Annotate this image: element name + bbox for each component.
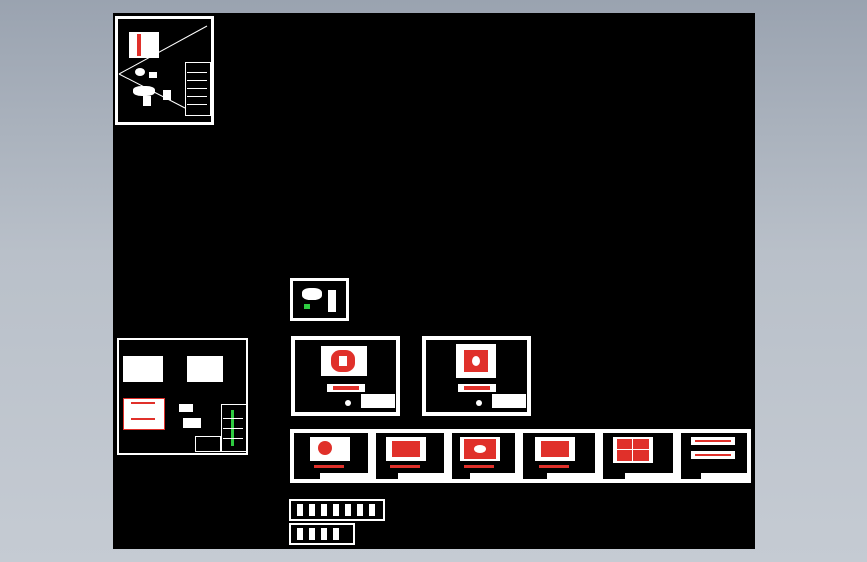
title-block	[701, 473, 747, 479]
part-view-red	[695, 454, 731, 456]
title-block	[492, 394, 526, 408]
plan-view-core	[472, 356, 480, 366]
part-sheet-small[interactable]	[290, 278, 349, 321]
detail-part	[297, 504, 303, 516]
part-view	[302, 288, 322, 300]
part-view-red	[617, 439, 649, 461]
title-block	[361, 394, 395, 408]
leader-lines	[118, 25, 208, 109]
title-block	[195, 436, 221, 452]
plan-view-core	[339, 356, 347, 366]
detail-part	[333, 504, 339, 516]
detail-part	[309, 528, 315, 540]
detail-part	[357, 504, 363, 516]
section-view-red	[333, 386, 359, 390]
grid-line	[617, 449, 649, 450]
part-marker	[304, 304, 310, 309]
cad-model-space[interactable]	[113, 13, 755, 549]
assembly-small-part	[163, 90, 171, 100]
assembly-small-part	[135, 68, 145, 76]
assembly-part-highlight	[137, 34, 141, 56]
part-view	[328, 290, 336, 312]
part-view-red	[318, 441, 332, 455]
layout-part	[179, 404, 193, 412]
section-strip	[539, 465, 569, 468]
detail-strip-top[interactable]	[289, 499, 385, 521]
row-sheet-2[interactable]	[372, 429, 448, 483]
part-view-core	[474, 445, 486, 453]
detail-strip-bottom[interactable]	[289, 523, 355, 545]
section-strip	[464, 465, 494, 468]
section-strip	[390, 465, 420, 468]
layout-section-red	[131, 402, 155, 404]
section-view-red	[464, 386, 490, 390]
layout-view	[187, 356, 223, 382]
small-view	[476, 400, 482, 406]
plan-sheet-2[interactable]	[422, 336, 531, 416]
part-view-red	[541, 441, 569, 457]
small-view	[345, 400, 351, 406]
assembly-small-part	[149, 72, 157, 78]
layout-section	[123, 398, 165, 430]
parts-list-table	[221, 404, 247, 452]
row-sheet-5[interactable]	[599, 429, 677, 483]
layout-view	[123, 356, 163, 382]
detail-part	[297, 528, 303, 540]
detail-part	[345, 504, 351, 516]
title-block	[185, 62, 211, 116]
detail-part	[333, 528, 339, 540]
layout-section-red	[131, 418, 155, 420]
detail-part	[321, 504, 327, 516]
title-block	[398, 473, 444, 479]
part-view-red	[392, 441, 420, 457]
part-view-red	[695, 440, 731, 442]
title-block	[625, 473, 673, 479]
detail-part	[321, 528, 327, 540]
title-block	[470, 473, 515, 479]
row-sheet-4[interactable]	[519, 429, 599, 483]
assembly-section-view	[143, 96, 151, 106]
grid-line	[632, 439, 633, 461]
row-sheet-3[interactable]	[448, 429, 519, 483]
row-sheet-1[interactable]	[290, 429, 372, 483]
title-block	[320, 473, 368, 479]
section-strip	[314, 465, 344, 468]
row-sheet-6[interactable]	[677, 429, 751, 483]
layout-part	[183, 418, 201, 428]
plan-sheet-1[interactable]	[291, 336, 400, 416]
title-block	[547, 473, 595, 479]
mold-layout-sheet[interactable]	[117, 338, 248, 455]
assembly-section-view	[133, 86, 155, 96]
detail-part	[369, 504, 375, 516]
assembly-overview-sheet[interactable]	[115, 16, 214, 125]
detail-part	[309, 504, 315, 516]
assembly-part-view	[129, 32, 159, 58]
